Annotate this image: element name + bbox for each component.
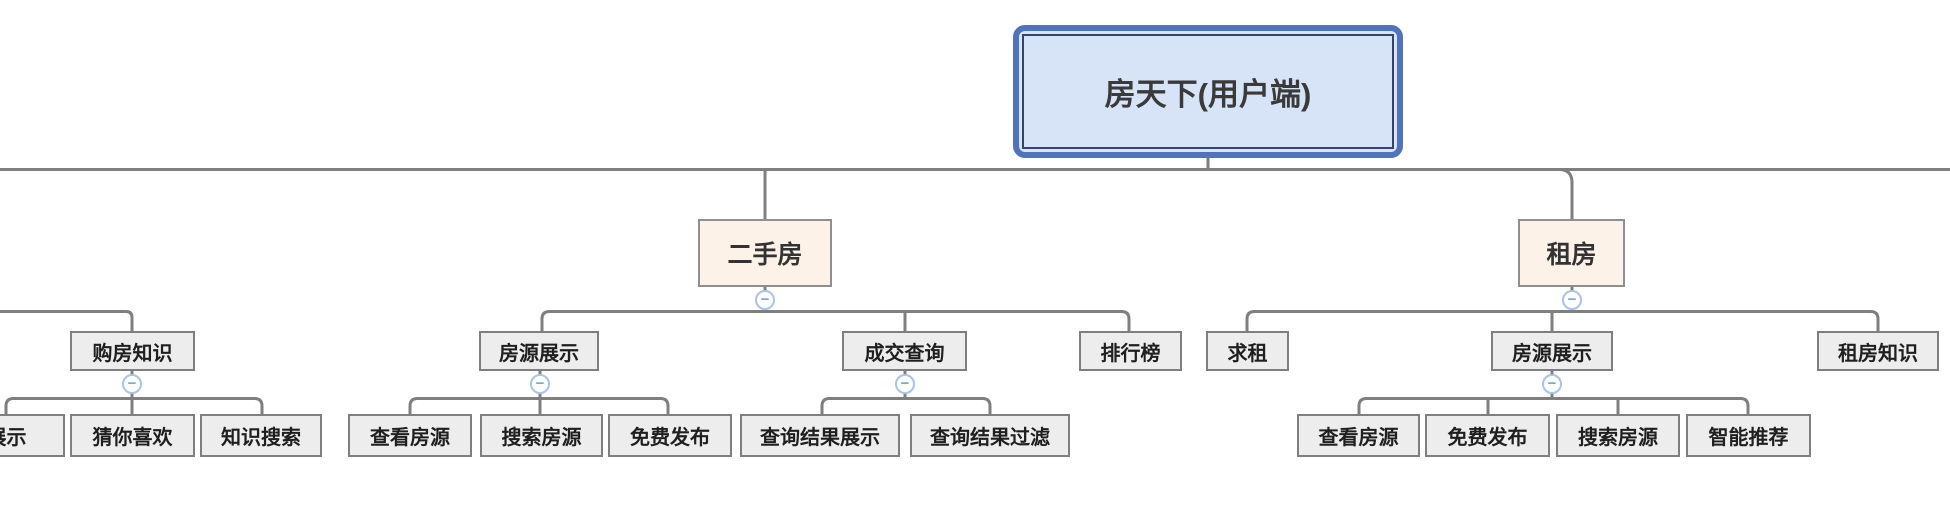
root-label: 房天下(用户端) (1022, 34, 1394, 149)
node-transaction-query[interactable]: 成交查询 (842, 331, 967, 371)
node-smart-recommend[interactable]: 智能推荐 (1686, 414, 1811, 457)
minus-icon: − (535, 374, 545, 392)
collapse-button-purchase-knowledge[interactable]: − (122, 374, 142, 394)
node-display-clipped[interactable]: 展示 (0, 414, 65, 457)
node-listing-display-rent[interactable]: 房源展示 (1491, 331, 1613, 371)
node-listing-display-esf[interactable]: 房源展示 (479, 331, 599, 371)
minus-icon: − (760, 290, 770, 308)
minus-icon: − (1567, 290, 1577, 308)
node-guess-you-like[interactable]: 猜你喜欢 (70, 414, 195, 457)
minus-icon: − (900, 374, 910, 392)
node-ranking[interactable]: 排行榜 (1079, 331, 1182, 371)
collapse-button-listing-display-esf[interactable]: − (530, 374, 550, 394)
node-query-result-filter[interactable]: 查询结果过滤 (910, 414, 1070, 457)
collapse-button-transaction-query[interactable]: − (895, 374, 915, 394)
node-rent-seeking[interactable]: 求租 (1206, 331, 1289, 371)
node-knowledge-search[interactable]: 知识搜索 (200, 414, 322, 457)
collapse-button-renting[interactable]: − (1562, 290, 1582, 310)
node-query-result-display[interactable]: 查询结果展示 (740, 414, 900, 457)
node-purchase-knowledge[interactable]: 购房知识 (70, 331, 195, 371)
node-view-listings-esf[interactable]: 查看房源 (348, 414, 472, 457)
node-renting-knowledge[interactable]: 租房知识 (1817, 331, 1939, 371)
node-search-listings-esf[interactable]: 搜索房源 (480, 414, 603, 457)
minus-icon: − (127, 374, 137, 392)
minus-icon: − (1547, 374, 1557, 392)
node-root-fangtianxia[interactable]: 房天下(用户端) (1013, 25, 1403, 158)
node-view-listings-rent[interactable]: 查看房源 (1297, 414, 1420, 457)
node-search-listings-rent[interactable]: 搜索房源 (1556, 414, 1680, 457)
collapse-button-second-hand-house[interactable]: − (755, 290, 775, 310)
node-second-hand-house[interactable]: 二手房 (698, 219, 832, 287)
node-renting[interactable]: 租房 (1518, 219, 1625, 287)
node-free-publish-esf[interactable]: 免费发布 (608, 414, 732, 457)
collapse-button-listing-display-rent[interactable]: − (1542, 374, 1562, 394)
node-free-publish-rent[interactable]: 免费发布 (1425, 414, 1550, 457)
